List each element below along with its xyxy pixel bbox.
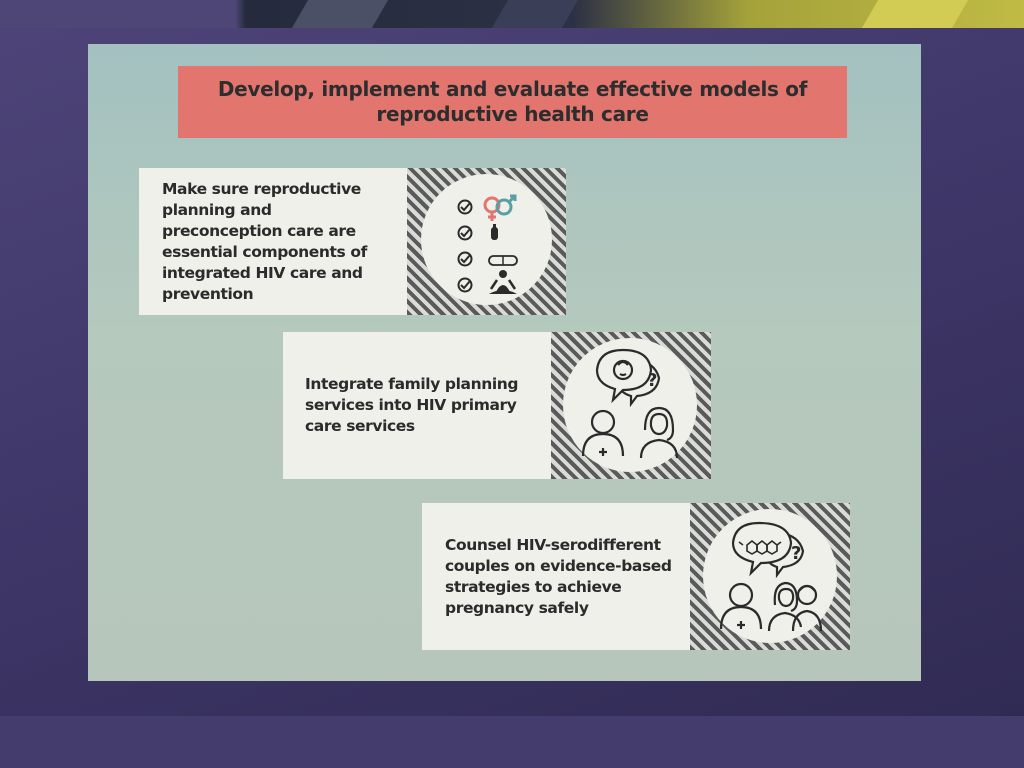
checklist-icon	[421, 174, 552, 305]
step-2-text: Integrate family planning services into …	[305, 375, 519, 435]
step-1: Make sure reproductive planning and prec…	[139, 168, 566, 315]
step-2-text-box: Integrate family planning services into …	[283, 332, 551, 479]
top-decorative-band	[0, 0, 1024, 28]
slide-title: Develop, implement and evaluate effectiv…	[217, 77, 808, 126]
step-1-text: Make sure reproductive planning and prec…	[162, 179, 367, 303]
step-3-text: Counsel HIV-serodifferent couples on evi…	[445, 535, 672, 617]
svg-text:?: ?	[791, 543, 801, 564]
svg-text:?: ?	[647, 370, 657, 391]
step-1-text-box: Make sure reproductive planning and prec…	[139, 168, 407, 315]
slide: Develop, implement and evaluate effectiv…	[88, 44, 921, 681]
band-shape	[291, 0, 389, 28]
step-2: Integrate family planning services into …	[283, 332, 711, 479]
title-bar: Develop, implement and evaluate effectiv…	[178, 66, 847, 138]
bottom-decorative-band	[0, 716, 1024, 768]
band-shape	[491, 0, 579, 28]
step-3-text-box: Counsel HIV-serodifferent couples on evi…	[422, 503, 690, 650]
step-3: Counsel HIV-serodifferent couples on evi…	[422, 503, 850, 650]
counseling-conversation-icon: ?	[563, 338, 697, 472]
couple-counseling-icon: ?	[703, 509, 837, 643]
band-shape	[861, 0, 969, 28]
